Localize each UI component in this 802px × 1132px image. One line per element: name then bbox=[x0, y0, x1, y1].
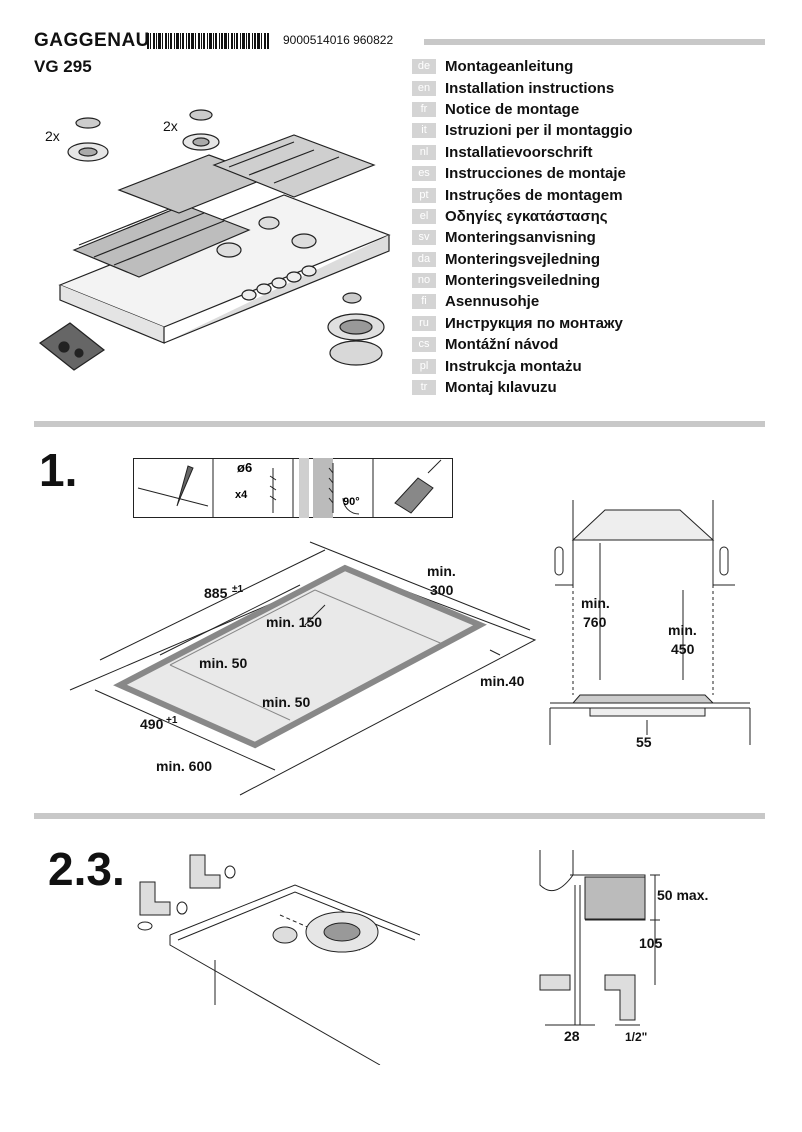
dim-50-max: 50 max. bbox=[657, 887, 708, 903]
language-code-badge: fi bbox=[412, 294, 436, 310]
barcode bbox=[147, 33, 269, 49]
section-rule-1 bbox=[34, 421, 765, 427]
language-row-it: it Istruzioni per il montaggio bbox=[412, 120, 633, 141]
overview-qty-b: 2x bbox=[163, 118, 178, 134]
dim-width: 885 bbox=[204, 585, 228, 601]
language-row-es: es Instrucciones de montaje bbox=[412, 163, 633, 184]
language-row-pl: pl Instrukcja montażu bbox=[412, 355, 633, 376]
angle-label: 90° bbox=[343, 496, 360, 508]
language-row-el: el Οδηγίες εγκατάστασης bbox=[412, 206, 633, 227]
language-code-badge: sv bbox=[412, 230, 436, 246]
language-title: Asennusohje bbox=[445, 293, 540, 311]
language-code-badge: pt bbox=[412, 187, 436, 203]
language-code-badge: en bbox=[412, 80, 436, 96]
language-code-badge: fr bbox=[412, 101, 436, 117]
language-title: Instrukcja montażu bbox=[445, 357, 582, 375]
language-row-fr: fr Notice de montage bbox=[412, 99, 633, 120]
language-code-badge: it bbox=[412, 123, 436, 139]
language-title: Istruzioni per il montaggio bbox=[445, 122, 633, 140]
language-code-badge: tr bbox=[412, 380, 436, 396]
dim-width-tolerance: ±1 bbox=[232, 584, 243, 595]
language-code-badge: ru bbox=[412, 315, 436, 331]
language-title: Инструкция по монтажу bbox=[445, 314, 623, 332]
dim-min50-a: min. 50 bbox=[199, 655, 247, 671]
step-1-number: 1. bbox=[39, 444, 78, 496]
side-elevation-drawing: min. 760 min. 450 55 bbox=[549, 500, 751, 750]
language-title: Monteringsanvisning bbox=[445, 229, 596, 247]
language-code-badge: da bbox=[412, 251, 436, 267]
language-title: Οδηγίες εγκατάστασης bbox=[445, 207, 608, 225]
language-title: Instrucciones de montaje bbox=[445, 165, 626, 183]
model-number: VG 295 bbox=[34, 57, 92, 76]
thread-size: 1/2" bbox=[625, 1030, 647, 1044]
cutout-drawing: 885 ±1 min. 150 min. 300 min. 50 min. 50… bbox=[69, 541, 537, 796]
language-code-badge: no bbox=[412, 273, 436, 289]
language-title: Monteringsveiledning bbox=[445, 272, 601, 290]
tool-strip: ø6 x4 90° bbox=[133, 458, 453, 518]
language-title: Installatievoorschrift bbox=[445, 143, 593, 161]
dim-min300-a: min. bbox=[427, 563, 456, 579]
product-overview-drawing: 2x 2x bbox=[38, 109, 391, 371]
dim-depth-tolerance: +1 bbox=[166, 715, 178, 726]
header-rule bbox=[424, 39, 765, 45]
dim-depth: 490 bbox=[140, 716, 164, 732]
language-title: Installation instructions bbox=[445, 79, 615, 97]
language-code-badge: de bbox=[412, 59, 436, 75]
screw-count-label: x4 bbox=[235, 489, 248, 501]
language-title: Monteringsvejledning bbox=[445, 250, 601, 268]
language-row-da: da Monteringsvejledning bbox=[412, 249, 633, 270]
language-title: Instruções de montagem bbox=[445, 186, 623, 204]
language-code-badge: el bbox=[412, 208, 436, 224]
language-row-no: no Monteringsveiledning bbox=[412, 270, 633, 291]
language-title: Montaj kılavuzu bbox=[445, 379, 557, 397]
step-2-3-number: 2.3. bbox=[48, 843, 125, 895]
language-title: Montážní návod bbox=[445, 336, 559, 354]
dim-min150: min. 150 bbox=[266, 614, 322, 630]
dim-28: 28 bbox=[564, 1028, 580, 1044]
language-row-sv: sv Monteringsanvisning bbox=[412, 227, 633, 248]
dim-105: 105 bbox=[639, 935, 663, 951]
dim-min600: min. 600 bbox=[156, 758, 212, 774]
language-row-cs: cs Montážní návod bbox=[412, 334, 633, 355]
brand-logo: GAGGENAU bbox=[34, 30, 150, 51]
dim-min50-b: min. 50 bbox=[262, 694, 310, 710]
language-code-badge: es bbox=[412, 166, 436, 182]
language-row-fi: fi Asennusohje bbox=[412, 291, 633, 312]
dim-min760-b: 760 bbox=[583, 614, 607, 630]
section-rule-2 bbox=[34, 813, 765, 819]
language-row-ru: ru Инструкция по монтажу bbox=[412, 313, 633, 334]
drill-size-label: ø6 bbox=[237, 460, 252, 475]
dim-55: 55 bbox=[636, 734, 652, 750]
language-code-badge: pl bbox=[412, 358, 436, 374]
language-title: Montageanleitung bbox=[445, 58, 574, 76]
dim-min40: min.40 bbox=[480, 673, 525, 689]
language-row-en: en Installation instructions bbox=[412, 77, 633, 98]
language-row-de: de Montageanleitung bbox=[412, 56, 633, 77]
language-row-nl: nl Installatievoorschrift bbox=[412, 142, 633, 163]
document-number: 9000514016 960822 bbox=[283, 33, 394, 47]
language-list: de Montageanleitung en Installation instruc… bbox=[412, 56, 633, 398]
language-row-tr: tr Montaj kılavuzu bbox=[412, 377, 633, 398]
language-row-pt: pt Instruções de montagem bbox=[412, 184, 633, 205]
connection-detail-drawing: 50 max. 105 28 1/2" bbox=[539, 850, 708, 1044]
dim-min300-b: 300 bbox=[430, 582, 454, 598]
language-code-badge: nl bbox=[412, 144, 436, 160]
overview-qty-a: 2x bbox=[45, 128, 60, 144]
language-code-badge: cs bbox=[412, 337, 436, 353]
gas-connection-drawing bbox=[137, 854, 420, 1065]
dim-min760-a: min. bbox=[581, 595, 610, 611]
dim-min450-a: min. bbox=[668, 622, 697, 638]
language-title: Notice de montage bbox=[445, 100, 580, 118]
dim-min450-b: 450 bbox=[671, 641, 695, 657]
